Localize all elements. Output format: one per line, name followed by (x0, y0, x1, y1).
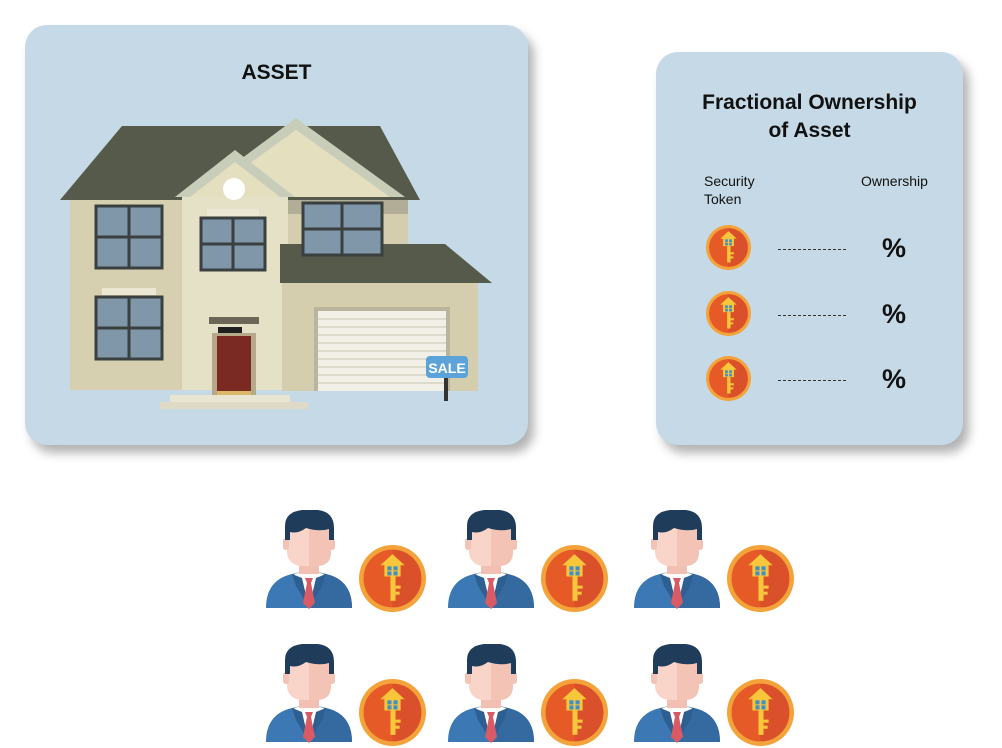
owner-avatar-icon (446, 642, 536, 747)
token-owner (632, 642, 794, 748)
security-token-icon (541, 679, 608, 746)
token-row: % (656, 225, 963, 275)
security-token-icon (541, 545, 608, 612)
token-owner (264, 508, 426, 614)
security-token-icon (359, 679, 426, 746)
security-token-icon (706, 291, 751, 336)
owner-avatar-icon (632, 508, 722, 613)
token-owner (264, 642, 426, 748)
asset-card: ASSET (25, 25, 528, 445)
security-token-icon (727, 679, 794, 746)
dashed-connector (778, 249, 846, 250)
security-token-header-line2: Token (704, 191, 742, 207)
security-token-header: Security Token (704, 172, 755, 208)
security-token-icon (359, 545, 426, 612)
security-token-icon (727, 545, 794, 612)
owner-avatar-icon (632, 642, 722, 747)
owner-avatar-icon (264, 642, 354, 747)
dashed-connector (778, 380, 846, 381)
token-owner (446, 508, 608, 614)
ownership-title-line2: of Asset (768, 119, 851, 142)
ownership-header: Ownership (861, 173, 928, 189)
owner-avatar-icon (264, 508, 354, 613)
ownership-percent: % (882, 364, 907, 394)
dashed-connector (778, 315, 846, 316)
ownership-percent: % (882, 299, 907, 329)
security-token-icon (706, 356, 751, 401)
security-token-header-line1: Security (704, 173, 755, 189)
token-owner (632, 508, 794, 614)
asset-title: ASSET (241, 61, 312, 84)
security-token-icon (706, 225, 751, 270)
sale-sign: SALE (428, 360, 465, 376)
ownership-percent: % (882, 233, 907, 263)
owner-avatar-icon (446, 508, 536, 613)
token-owner (446, 642, 608, 748)
ownership-title-line1: Fractional Ownership (702, 91, 917, 114)
ownership-title: Fractional Ownership of Asset (676, 89, 943, 145)
token-row: % (656, 356, 963, 406)
token-row: % (656, 291, 963, 341)
house-illustration: SALE (60, 118, 492, 409)
ownership-card: Fractional Ownership of Asset Security T… (656, 52, 963, 445)
